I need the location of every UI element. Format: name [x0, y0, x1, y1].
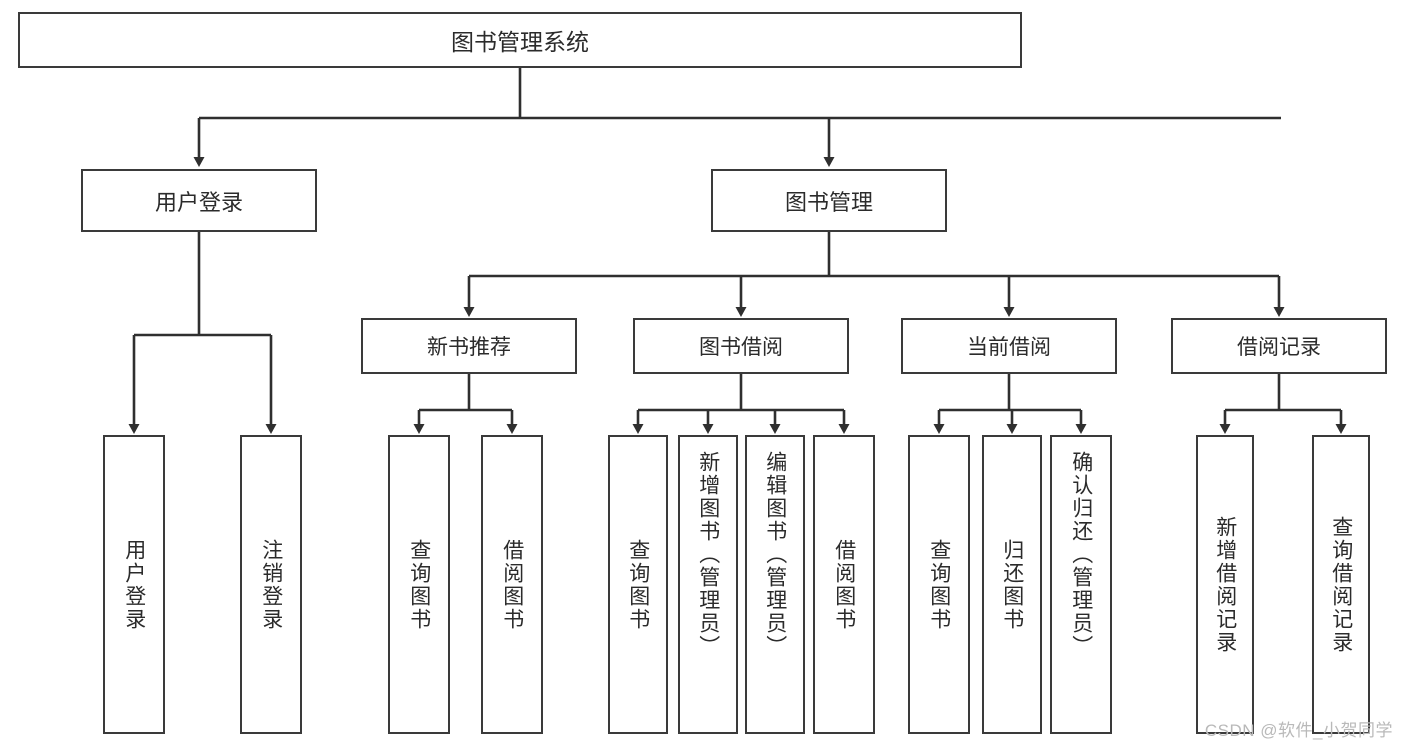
- node-leaf-user-logout-label: 注销登录: [259, 538, 283, 631]
- node-leaf-edit-book[interactable]: 编辑图书（管理员）: [745, 435, 805, 734]
- node-leaf-borrow-book-1-label: 借阅图书: [500, 538, 524, 631]
- node-leaf-add-record-label: 新增借阅记录: [1213, 515, 1237, 654]
- node-leaf-borrow-book-2[interactable]: 借阅图书: [813, 435, 875, 734]
- node-leaf-confirm-return[interactable]: 确认归还（管理员）: [1050, 435, 1112, 734]
- node-current-borrow-label: 当前借阅: [967, 336, 1051, 359]
- node-leaf-query-book-2-label: 查询图书: [626, 538, 650, 631]
- node-leaf-query-book-3-label: 查询图书: [927, 538, 951, 631]
- node-book-manage-label: 图书管理: [784, 189, 873, 215]
- node-leaf-add-record[interactable]: 新增借阅记录: [1196, 435, 1254, 734]
- node-leaf-query-record-label: 查询借阅记录: [1329, 515, 1353, 654]
- node-leaf-borrow-book-2-label: 借阅图书: [832, 538, 856, 631]
- node-leaf-return-book[interactable]: 归还图书: [982, 435, 1042, 734]
- node-borrow-record-label: 借阅记录: [1237, 336, 1321, 359]
- node-leaf-user-login-label: 用户登录: [122, 538, 146, 631]
- node-leaf-query-record[interactable]: 查询借阅记录: [1312, 435, 1370, 734]
- node-root[interactable]: 图书管理系统: [18, 12, 1022, 68]
- node-leaf-user-login[interactable]: 用户登录: [103, 435, 165, 734]
- node-borrow-record[interactable]: 借阅记录: [1171, 318, 1387, 374]
- node-leaf-query-book-3[interactable]: 查询图书: [908, 435, 970, 734]
- node-book-borrow-label: 图书借阅: [699, 336, 783, 359]
- node-leaf-borrow-book-1[interactable]: 借阅图书: [481, 435, 543, 734]
- node-user-login[interactable]: 用户登录: [81, 169, 317, 232]
- node-root-label: 图书管理系统: [451, 29, 589, 55]
- node-leaf-user-logout[interactable]: 注销登录: [240, 435, 302, 734]
- watermark-label: CSDN @软件_小贺同学: [1204, 721, 1393, 740]
- node-leaf-query-book-2[interactable]: 查询图书: [608, 435, 668, 734]
- node-leaf-return-book-label: 归还图书: [1000, 538, 1024, 631]
- node-leaf-query-book-1-label: 查询图书: [407, 538, 431, 631]
- node-book-borrow[interactable]: 图书借阅: [633, 318, 849, 374]
- node-leaf-confirm-return-label: 确认归还（管理员）: [1069, 451, 1093, 658]
- node-leaf-edit-book-label: 编辑图书（管理员）: [763, 451, 787, 658]
- node-new-book-recommend[interactable]: 新书推荐: [361, 318, 577, 374]
- node-current-borrow[interactable]: 当前借阅: [901, 318, 1117, 374]
- node-leaf-add-book[interactable]: 新增图书（管理员）: [678, 435, 738, 734]
- node-user-login-label: 用户登录: [154, 189, 243, 215]
- node-new-book-recommend-label: 新书推荐: [427, 336, 511, 359]
- node-leaf-add-book-label: 新增图书（管理员）: [696, 451, 720, 658]
- node-book-manage[interactable]: 图书管理: [711, 169, 947, 232]
- node-leaf-query-book-1[interactable]: 查询图书: [388, 435, 450, 734]
